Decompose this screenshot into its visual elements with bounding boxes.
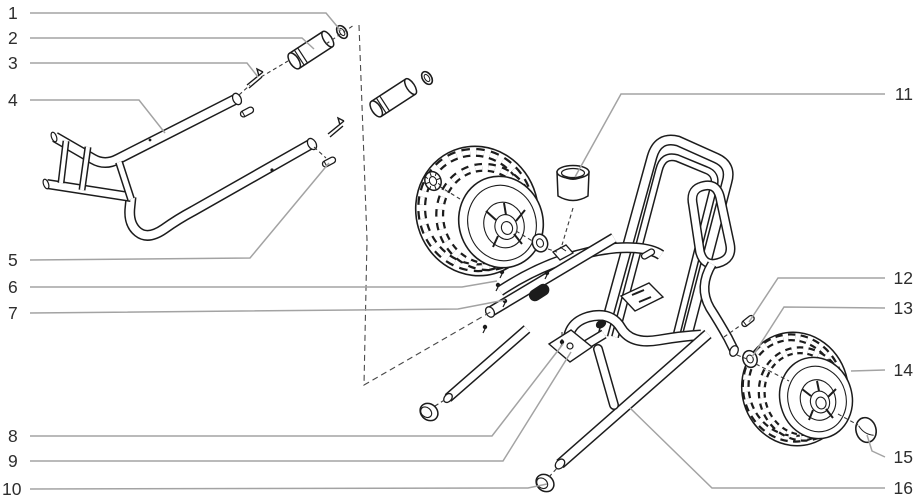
left-wheel-bore xyxy=(500,221,514,235)
callout-label-13: 13 xyxy=(894,298,913,318)
handle-grip-b xyxy=(369,77,418,118)
callout-label-2: 2 xyxy=(8,28,18,48)
right-rail-open-end xyxy=(554,458,566,470)
leader-line-1 xyxy=(30,12,342,32)
tilt-knob xyxy=(528,283,550,302)
leader-line-7 xyxy=(29,299,506,314)
roll-pin-a xyxy=(239,106,255,118)
frame-roll-pin xyxy=(640,248,656,260)
handle-grip-end-1 xyxy=(50,131,58,143)
leader-line-14 xyxy=(850,369,886,372)
right-wheel xyxy=(740,331,854,447)
axle-arm-open-end xyxy=(729,345,739,357)
leader-line-11 xyxy=(574,93,885,178)
left-wheel xyxy=(414,145,545,277)
leader-line-15 xyxy=(866,434,886,458)
leader-line-6 xyxy=(30,280,498,288)
foot-cap-left xyxy=(419,402,439,422)
callout-label-10: 10 xyxy=(2,479,22,499)
spring-clip-a xyxy=(246,67,264,89)
spring-clip-b xyxy=(327,116,345,138)
leader-line-8 xyxy=(30,343,564,437)
right-wheel-spokes xyxy=(801,380,837,421)
right-wheel-bore xyxy=(815,396,827,410)
left-wheel-spokes xyxy=(485,202,526,248)
leader-line-9 xyxy=(30,351,572,462)
leader-line-10 xyxy=(29,483,548,490)
leader-line-13 xyxy=(751,306,886,358)
leader-line-16 xyxy=(629,407,885,489)
axle-clamp-line xyxy=(559,246,567,252)
pail-bracket-plate xyxy=(547,329,594,363)
cart-frame xyxy=(443,134,739,470)
leader-line-12 xyxy=(748,277,885,323)
foot-cap-bottom xyxy=(535,473,555,493)
callout-label-15: 15 xyxy=(894,447,913,467)
star-washer xyxy=(424,170,442,192)
callout-label-8: 8 xyxy=(8,426,18,446)
callout-label-3: 3 xyxy=(8,53,18,73)
roll-pin-b xyxy=(321,156,337,168)
left-wheel-hub xyxy=(494,214,518,240)
construction-dashed-line xyxy=(358,24,495,386)
leader-line-2 xyxy=(30,37,315,50)
small-knob xyxy=(595,319,607,329)
hub-cap xyxy=(855,416,877,444)
leader-line-5 xyxy=(29,162,330,261)
hook-plate-slots xyxy=(631,289,652,303)
callout-label-11: 11 xyxy=(895,84,913,104)
handle-pin-hole xyxy=(270,168,274,172)
callout-label-7: 7 xyxy=(8,303,18,323)
left-leg-open-end xyxy=(443,392,453,404)
callout-label-12: 12 xyxy=(894,268,913,288)
handle-grip-end-2 xyxy=(42,178,50,190)
hook-plate xyxy=(619,282,665,312)
pail-bracket-hole xyxy=(566,342,574,350)
leader-line-4 xyxy=(30,99,166,134)
axle-clamp xyxy=(551,244,575,261)
callout-label-14: 14 xyxy=(894,360,914,380)
assembly-axis-dashes xyxy=(238,24,859,478)
callout-label-1: 1 xyxy=(8,3,18,23)
callout-label-4: 4 xyxy=(8,90,18,110)
callout-label-16: 16 xyxy=(894,478,913,498)
handle-grip-a xyxy=(287,30,335,70)
cup-bushing xyxy=(556,164,590,202)
leader-line-3 xyxy=(30,62,259,78)
axle-washer xyxy=(531,233,549,253)
grip-ring-b xyxy=(420,70,434,86)
callout-label-6: 6 xyxy=(8,277,18,297)
handle-pin-hole-2 xyxy=(148,138,152,142)
callout-label-5: 5 xyxy=(8,250,18,270)
handle-weldment xyxy=(42,92,318,241)
handle-arm-upper-end xyxy=(231,92,243,106)
callout-label-9: 9 xyxy=(8,451,18,471)
